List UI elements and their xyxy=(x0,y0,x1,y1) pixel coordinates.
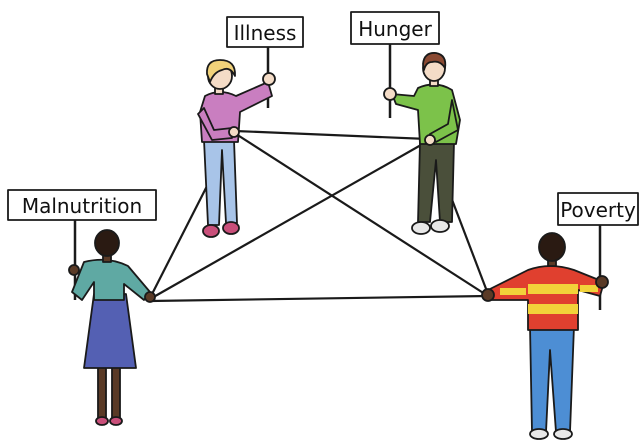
hunger-sign xyxy=(350,11,440,45)
person-poverty xyxy=(481,192,639,440)
malnutrition-sign-label: Malnutrition xyxy=(22,194,142,218)
poverty-sign xyxy=(557,192,639,226)
person-illness xyxy=(197,16,304,238)
malnutrition-sign xyxy=(7,189,157,221)
hunger-sign-label: Hunger xyxy=(358,17,432,41)
string-illness-hunger xyxy=(234,129,429,141)
illness-sign xyxy=(226,16,304,48)
poverty-sign-label: Poverty xyxy=(560,198,636,222)
person-malnutrition xyxy=(7,189,157,426)
string-hunger-malnutrition xyxy=(149,140,429,300)
illness-sign-label: Illness xyxy=(234,21,297,45)
person-hunger xyxy=(350,11,461,235)
string-malnutrition-poverty xyxy=(149,294,489,303)
string-illness-poverty xyxy=(235,133,489,297)
